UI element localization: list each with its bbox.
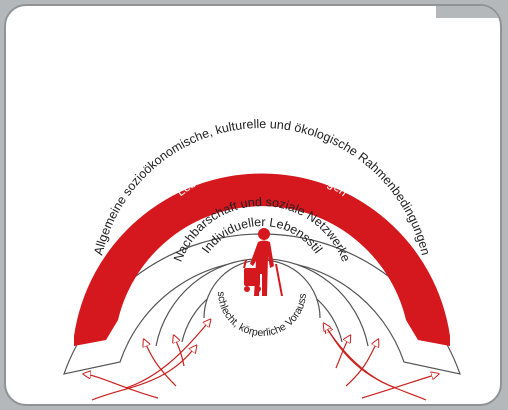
elderly-person-with-walker-icon (243, 228, 283, 297)
outer-ring (63, 233, 461, 375)
diagram-frame: Allgemeine sozioökonomische, kulturelle … (4, 4, 502, 406)
health-determinants-rainbow: Allgemeine sozioökonomische, kulturelle … (6, 6, 461, 401)
corner-notch (436, 6, 500, 18)
interaction-arrows-right (324, 324, 438, 401)
living-working-conditions-ring (74, 173, 450, 346)
interaction-arrows-left (84, 320, 210, 401)
